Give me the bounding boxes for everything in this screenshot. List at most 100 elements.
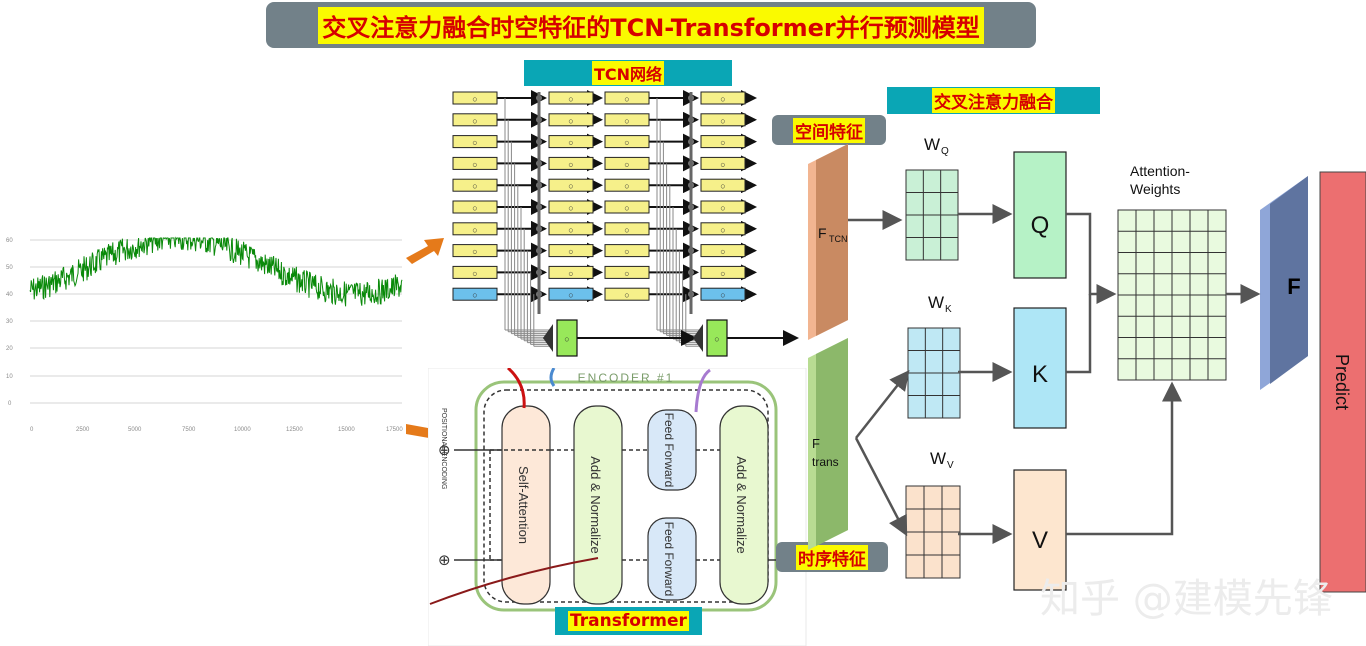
wv-sub: V (947, 460, 954, 471)
tcn-node (700, 178, 746, 192)
tcn-node (604, 113, 650, 127)
v-label: V (1032, 527, 1048, 554)
transformer-label: Transformer (568, 611, 689, 631)
tcn-node-symbol: ○ (472, 181, 477, 191)
svg-text:30: 30 (6, 319, 13, 325)
f-trans-main: F (812, 436, 820, 451)
transformer-label-bar: Transformer (555, 607, 702, 635)
tcn-node-symbol: ○ (720, 290, 725, 300)
tcn-node-symbol: ○ (568, 94, 573, 104)
series-line (29, 236, 403, 307)
wk-main: W (928, 293, 944, 312)
v-box (1013, 469, 1067, 591)
tcn-node-symbol: ○ (472, 203, 477, 213)
tcn-node-symbol: ○ (720, 247, 725, 257)
tcn-label-bar: TCN网络 (524, 60, 732, 86)
tcn-node-symbol: ○ (568, 138, 573, 148)
tcn-node-symbol: ○ (568, 247, 573, 257)
tcn-node-symbol: ○ (472, 138, 477, 148)
encoder-label: ENCODER #1 (578, 371, 675, 385)
tcn-node (700, 113, 746, 127)
tcn-node (548, 178, 594, 192)
svg-text:60: 60 (6, 238, 13, 244)
tcn-node (548, 265, 594, 279)
wq-matrix (905, 169, 959, 261)
tcn-node (452, 244, 498, 258)
wk-matrix (907, 327, 961, 419)
tcn-node (548, 200, 594, 214)
tcn-node-symbol: ○ (720, 181, 725, 191)
tcn-node (700, 91, 746, 105)
tcn-node-symbol: ○ (568, 116, 573, 126)
tcn-node (452, 222, 498, 236)
fused-f-label: F (1287, 274, 1300, 299)
chart-background (0, 226, 420, 441)
self-attention-label: Self-Attention (516, 466, 531, 544)
wq-sub: Q (941, 146, 949, 157)
tcn-node-symbol: ○ (568, 268, 573, 278)
tcn-node-symbol: ○ (720, 225, 725, 235)
tcn-node-symbol: ○ (472, 268, 477, 278)
transformer-encoder: ENCODER #1 Self-Attention Add & Normaliz… (428, 368, 807, 646)
tcn-node (452, 135, 498, 149)
tcn-node-symbol: ○ (624, 247, 629, 257)
tcn-node (700, 265, 746, 279)
tcn-node-symbol: ○ (568, 225, 573, 235)
plus-symbol-1: ⊕ (438, 442, 451, 459)
tcn-node-symbol: ○ (568, 159, 573, 169)
tcn-node-symbol: ○ (472, 290, 477, 300)
wv-matrix (905, 485, 961, 579)
tcn-node (700, 200, 746, 214)
tcn-node-symbol: ○ (624, 181, 629, 191)
tcn-node (700, 244, 746, 258)
tcn-node-symbol: ○ (624, 116, 629, 126)
attention-weights-label-2: Weights (1130, 181, 1180, 197)
svg-text:20: 20 (6, 346, 13, 352)
predict-label: Predict (1332, 354, 1352, 410)
k-box (1013, 307, 1067, 429)
tcn-node (452, 156, 498, 170)
svg-text:40: 40 (6, 292, 13, 298)
tcn-node (452, 265, 498, 279)
tcn-node (700, 156, 746, 170)
k-label: K (1032, 361, 1048, 388)
q-label: Q (1031, 212, 1050, 239)
tcn-node-symbol: ○ (720, 138, 725, 148)
watermark: 知乎 @建模先锋 (1040, 576, 1333, 622)
tcn-node (452, 287, 498, 301)
tcn-label: TCN网络 (591, 61, 665, 85)
tcn-node-symbol: ○ (472, 116, 477, 126)
tcn-node (604, 178, 650, 192)
tcn-node-symbol: ○ (624, 268, 629, 278)
tcn-node (548, 91, 594, 105)
tcn-node (452, 113, 498, 127)
add-normalize-block-2 (719, 405, 769, 605)
tcn-node-symbol: ○ (568, 203, 573, 213)
tcn-node (700, 135, 746, 149)
encoder-curves (429, 368, 711, 605)
tcn-node (700, 222, 746, 236)
svg-text:5000: 5000 (128, 427, 142, 433)
fusion-label-bar: 交叉注意力融合 (887, 87, 1100, 114)
svg-text:10000: 10000 (234, 427, 251, 433)
tcn-nodes: ○○○○○○○○○○○○○○○○○○○○○○○○○○○○○○○○○○○○○○○○ (452, 91, 746, 301)
tcn-node (604, 222, 650, 236)
svg-text:2500: 2500 (76, 427, 90, 433)
tcn-node (452, 178, 498, 192)
fusion-diagram: F TCN F trans W Q W K W V Q K V Attentio… (808, 135, 1366, 593)
tcn-node-symbol: ○ (720, 203, 725, 213)
fusion-label: 交叉注意力融合 (932, 88, 1055, 113)
wk-sub: K (945, 304, 952, 315)
svg-text:0: 0 (30, 427, 34, 433)
tcn-node-symbol: ○ (472, 247, 477, 257)
title-bar: 交叉注意力融合时空特征的TCN-Transformer并行预测模型 (266, 2, 1036, 48)
tcn-output-symbol-1: ○ (564, 334, 569, 344)
wq-main: W (924, 135, 940, 154)
tcn-node-symbol: ○ (624, 138, 629, 148)
positional-encoding-label: POSITIONAL ENCODING (440, 408, 447, 489)
tcn-node (604, 265, 650, 279)
tcn-node (548, 287, 594, 301)
svg-text:10: 10 (6, 374, 13, 380)
